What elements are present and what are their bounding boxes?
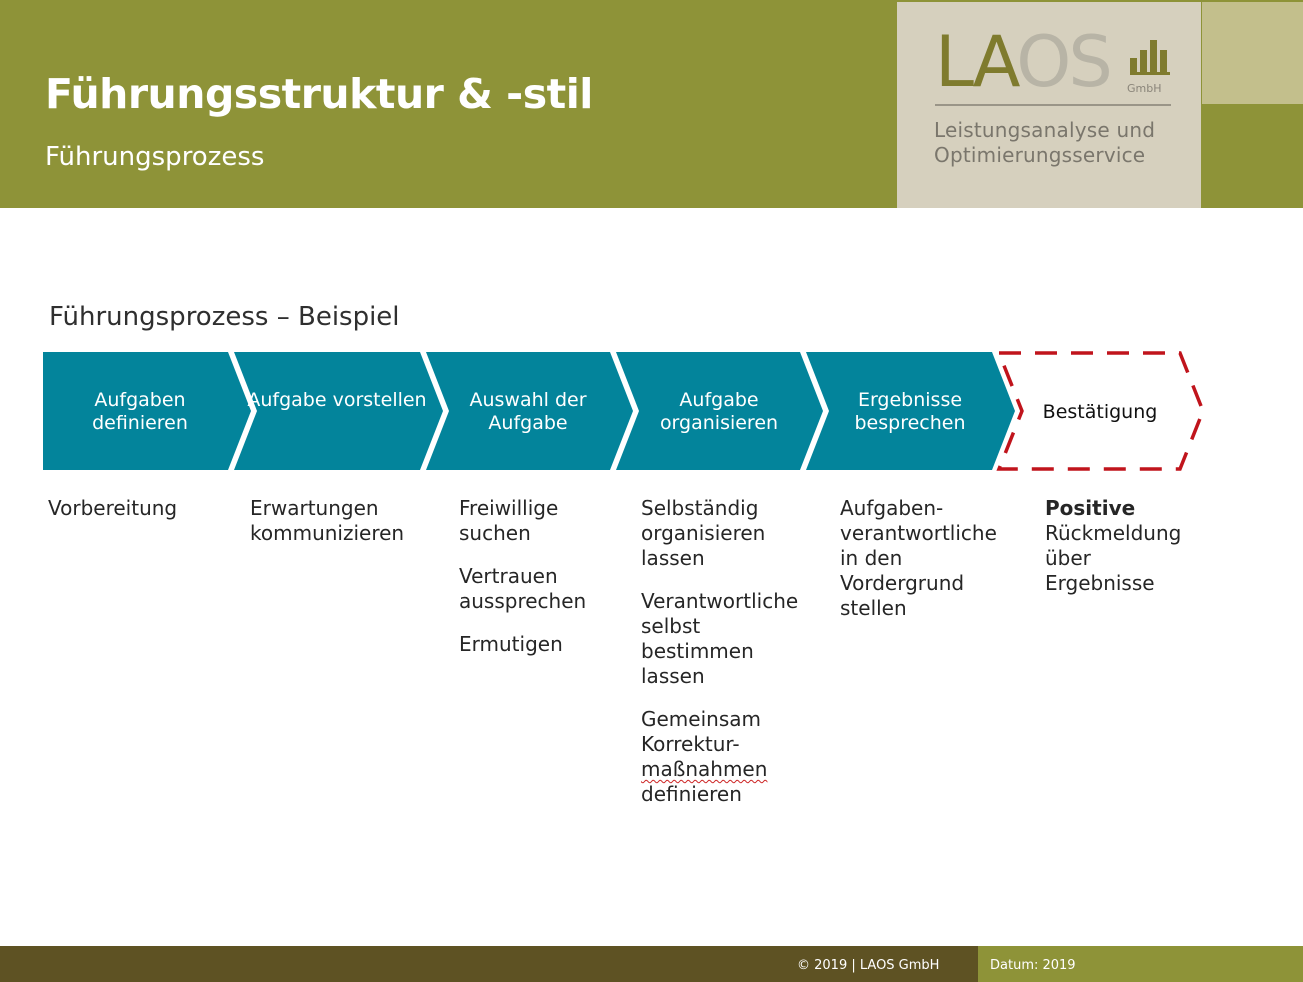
footer-date-block: [978, 946, 1303, 982]
logo-tagline-1: Leistungsanalyse und: [934, 118, 1156, 142]
step-label-2: Aufgabe vorstellen: [247, 389, 427, 411]
logo-side-block: [1202, 2, 1303, 104]
section-title: Führungsprozess – Beispiel: [49, 302, 400, 332]
logo-gmbh: GmbH: [1127, 82, 1162, 95]
detail-item: Verantwortliche selbst bestimmen lassen: [641, 589, 799, 688]
detail-column-3: Freiwillige suchen Vertrauen aussprechen…: [459, 496, 586, 675]
spellcheck-word: maßnahmen: [641, 757, 768, 781]
detail-item: Selbständig organisieren lassen: [641, 496, 766, 570]
detail-item: Gemeinsam Korrektur-: [641, 707, 761, 756]
page-subtitle: Führungsprozess: [45, 142, 265, 172]
step-6-shape: [996, 351, 1205, 471]
page-title: Führungsstruktur & -stil: [45, 70, 593, 118]
detail-item: Vorbereitung: [48, 496, 178, 520]
detail-item-underlined: maßnahmen: [641, 757, 798, 782]
detail-item: Ermutigen: [459, 632, 563, 656]
detail-item: Freiwillige suchen: [459, 496, 559, 545]
logo-divider: [935, 104, 1171, 106]
step-label-5: Ergebnisse besprechen: [854, 389, 966, 434]
detail-column-1: Vorbereitung: [48, 496, 177, 539]
footer-copyright: © 2019 | LAOS GmbH: [797, 958, 940, 973]
step-2-shape: [234, 352, 443, 470]
step-label-4: Aufgabe organisieren: [659, 389, 779, 434]
logo-la: LA: [935, 21, 1019, 103]
detail-column-2: Erwartungen kommunizieren: [250, 496, 404, 564]
bar-chart-icon: [1130, 40, 1170, 75]
step-label-6: Bestätigung: [1042, 401, 1158, 423]
company-logo: LAOS: [935, 27, 1113, 97]
step-label-1: Aufgaben definieren: [92, 389, 188, 434]
logo-os: OS: [1016, 21, 1113, 103]
step-1-shape: [43, 352, 251, 470]
detail-column-6: Positive Rückmeldung über Ergebnisse: [1045, 496, 1181, 614]
detail-item-bold: Positive: [1045, 496, 1136, 520]
step-4-shape: [616, 352, 823, 470]
logo-tagline-2: Optimierungsservice: [934, 143, 1146, 167]
step-5-shape: [806, 352, 1015, 470]
detail-item: Erwartungen kommunizieren: [250, 496, 405, 545]
detail-item: Vertrauen aussprechen: [459, 564, 587, 613]
step-label-3: Auswahl der Aufgabe: [469, 389, 587, 434]
detail-item: Rückmeldung über Ergebnisse: [1045, 521, 1182, 595]
footer-date: Datum: 2019: [990, 958, 1076, 973]
step-3-shape: [426, 352, 633, 470]
detail-column-4: Selbständig organisieren lassen Verantwo…: [641, 496, 798, 807]
detail-item: Aufgaben- verantwortliche in den Vorderg…: [840, 496, 997, 620]
detail-item: definieren: [641, 782, 742, 806]
detail-column-5: Aufgaben- verantwortliche in den Vorderg…: [840, 496, 997, 639]
